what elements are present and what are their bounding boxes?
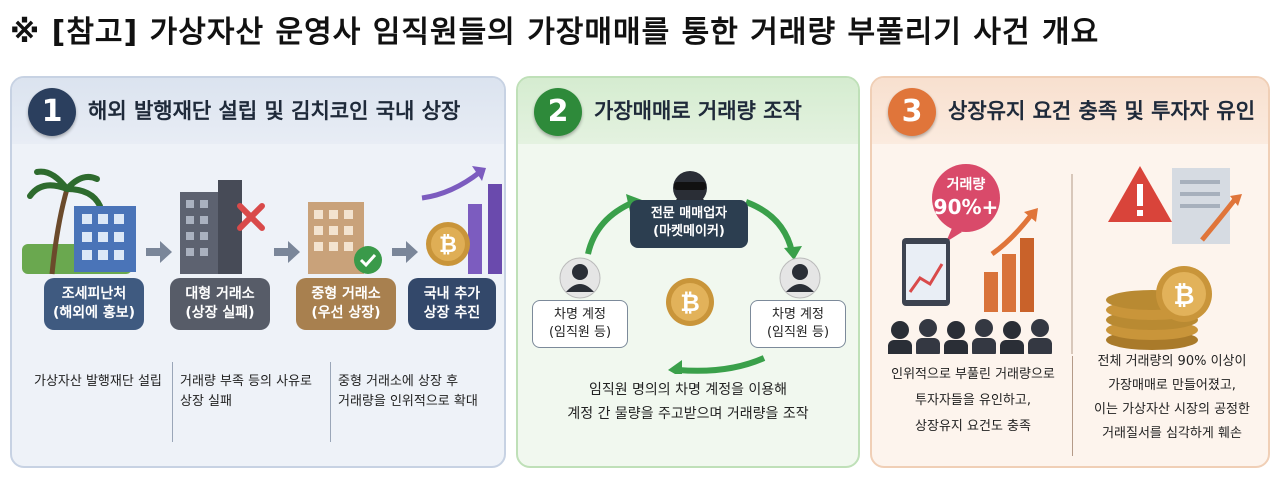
check-icon — [354, 246, 382, 274]
crowd-icon — [888, 319, 1052, 354]
borrowed-account-box-right: 차명 계정(임직원 등) — [750, 300, 846, 348]
step-number-badge: 2 — [534, 88, 582, 136]
stage-box-mid-exchange: 중형 거래소(우선 상장) — [296, 278, 396, 330]
step-number-badge: 3 — [888, 88, 936, 136]
arrow-icon — [146, 241, 172, 263]
panel-heading: 상장유지 요건 충족 및 투자자 유인 — [948, 99, 1256, 123]
svg-text:₿: ₿ — [439, 233, 457, 258]
step-number-badge: 1 — [28, 88, 76, 136]
panel2-illustration: ₿ — [559, 171, 821, 374]
panel-heading: 해외 발행재단 설립 및 김치코인 국내 상장 — [88, 99, 461, 123]
market-maker-box: 전문 매매업자(마켓메이커) — [630, 200, 748, 248]
panel-header: 2 가장매매로 거래량 조작 — [518, 78, 858, 144]
building-icon — [180, 180, 242, 274]
panel-overseas-foundation: 1 해외 발행재단 설립 및 김치코인 국내 상장 — [10, 76, 506, 468]
panel-listing-requirement: 3 상장유지 요건 충족 및 투자자 유인 — [870, 76, 1270, 468]
stage-box-large-exchange: 대형 거래소(상장 실패) — [170, 278, 270, 330]
panel3-right-description: 전체 거래량의 90% 이상이 가장매매로 만들어졌고, 이는 가상자산 시장의… — [1094, 354, 1250, 441]
page-title: ※ [참고] 가상자산 운영사 임직원들의 가장매매를 통한 거래량 부풀리기 … — [10, 15, 1100, 50]
volume-bubble-label: 거래량 90%+ — [933, 177, 999, 219]
arrow-icon — [274, 241, 300, 263]
divider — [330, 362, 331, 442]
panel-wash-trading: 2 가장매매로 거래량 조작 — [516, 76, 860, 468]
growth-arrow-icon — [902, 208, 1038, 312]
volume-bubble — [932, 164, 1000, 242]
panel1-illustration: ₿ — [22, 166, 502, 275]
coin-stack-icon: ₿ — [1106, 266, 1212, 350]
panel-header: 3 상장유지 요건 충족 및 투자자 유인 — [872, 78, 1268, 144]
panel3-left-description: 인위적으로 부풀린 거래량으로 투자자들을 유인하고, 상장유지 요건도 충족 — [891, 367, 1055, 434]
panel-header: 1 해외 발행재단 설립 및 김치코인 국내 상장 — [12, 78, 504, 144]
stage-box-tax-haven: 조세피난처(해외에 홍보) — [44, 278, 144, 330]
divider — [172, 362, 173, 442]
panel3-illustration: ₿ — [888, 164, 1242, 354]
person-icon — [779, 257, 821, 299]
svg-text:₿: ₿ — [1173, 281, 1194, 311]
person-icon — [559, 257, 601, 299]
cycle-arrow-icon — [585, 194, 802, 374]
bitcoin-icon: ₿ — [426, 222, 470, 266]
cross-icon — [237, 203, 265, 231]
svg-text:₿: ₿ — [680, 289, 700, 317]
stage-description: 가상자산 발행재단 설립 — [34, 374, 162, 389]
building-icon — [308, 202, 364, 274]
bitcoin-icon: ₿ — [666, 278, 714, 326]
borrowed-account-box-left: 차명 계정(임직원 등) — [532, 300, 628, 348]
arrow-icon — [392, 241, 418, 263]
growth-arrow-icon — [421, 166, 502, 274]
divider — [1072, 356, 1073, 456]
building-icon — [74, 206, 136, 272]
panel-heading: 가장매매로 거래량 조작 — [594, 99, 802, 123]
warning-icon — [1108, 166, 1242, 244]
